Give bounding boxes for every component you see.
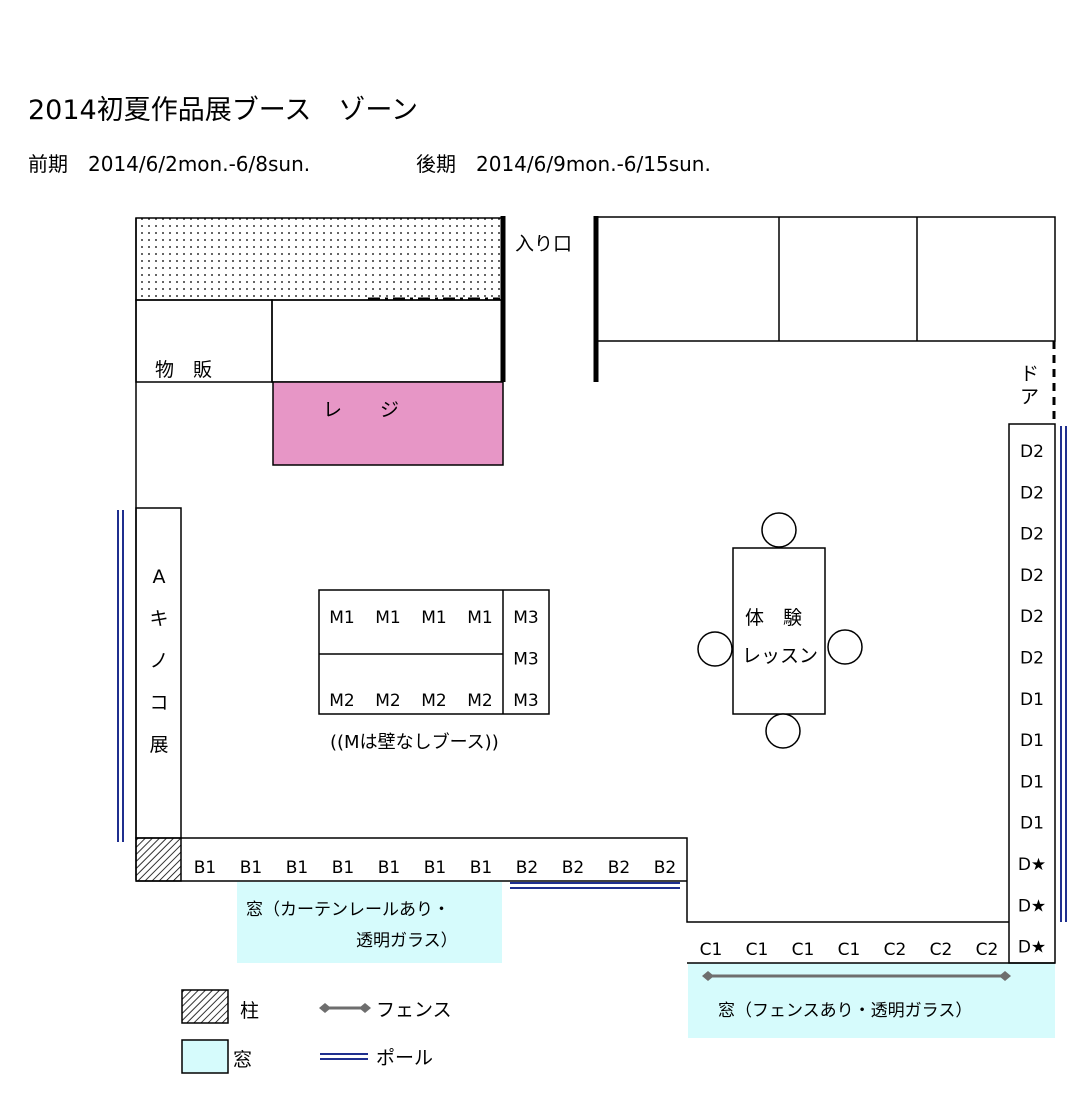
m2-booth-label: M2 <box>329 691 354 711</box>
window-area-left <box>237 882 502 963</box>
pole-bottom <box>510 882 680 889</box>
a-zone-booth <box>135 507 182 839</box>
d-booth-label: D2 <box>1020 566 1044 586</box>
d-booth-label: D2 <box>1020 607 1044 627</box>
a-zone-char: ノ <box>149 650 168 672</box>
b-booth-label: B2 <box>608 858 630 878</box>
legend-pole-icon <box>320 1053 368 1060</box>
a-zone-char: コ <box>149 692 168 714</box>
pole-right <box>1060 426 1067 922</box>
lesson-label-2: レッスン <box>742 645 818 667</box>
d-booth-label: D2 <box>1020 525 1044 545</box>
shop-label: 物 販 <box>155 359 212 381</box>
legend-pole-label: ポール <box>376 1047 433 1069</box>
entrance-label: 入り口 <box>515 233 572 255</box>
b-booth-label: B2 <box>516 858 538 878</box>
c-booth-label: C1 <box>792 940 815 960</box>
fence <box>702 971 1011 981</box>
b-booth-label: B2 <box>654 858 676 878</box>
m-booth-block <box>318 589 550 715</box>
pole-left <box>117 510 124 842</box>
d-booth-label: D2 <box>1020 442 1044 462</box>
lesson-seat-top <box>761 512 797 548</box>
lesson-label-1: 体 験 <box>745 607 802 629</box>
legend-pillar-swatch <box>181 989 229 1024</box>
d-booth-label: D1 <box>1020 690 1044 710</box>
m2-booth-label: M2 <box>421 691 446 711</box>
lesson-seat-right <box>827 629 863 665</box>
m2-booth-label: M2 <box>375 691 400 711</box>
c-booth-label: C2 <box>884 940 907 960</box>
a-zone-char: A <box>153 566 166 588</box>
b-booth-label: B2 <box>562 858 584 878</box>
m1-booth-label: M1 <box>467 608 492 628</box>
d-booth-label: D★ <box>1018 896 1046 916</box>
c-booth-label: C1 <box>700 940 723 960</box>
door-label-1: ド <box>1020 363 1039 385</box>
b-booth-label: B1 <box>378 858 400 878</box>
b-row-booths <box>181 837 1009 923</box>
d-booth-label: D2 <box>1020 649 1044 669</box>
b-booth-label: B1 <box>286 858 308 878</box>
d-booth-label: D2 <box>1020 483 1044 503</box>
d-column-booths <box>1008 423 1056 964</box>
storage-area <box>135 217 503 301</box>
c-booth-label: C2 <box>976 940 999 960</box>
b-booth-label: B1 <box>332 858 354 878</box>
m1-booth-label: M1 <box>421 608 446 628</box>
window-left-label-1: 窓（カーテンレールあり・ <box>246 900 450 920</box>
b-booth-label: B1 <box>470 858 492 878</box>
c-booth-label: C1 <box>746 940 769 960</box>
a-zone-char: キ <box>149 608 168 630</box>
d-booth-label: D1 <box>1020 772 1044 792</box>
m3-booth-label: M3 <box>513 608 538 628</box>
page-title: 2014初夏作品展ブース ゾーン <box>28 95 419 126</box>
register-label: レ ジ <box>323 399 399 421</box>
c-booth-label: C2 <box>930 940 953 960</box>
period-first: 前期 2014/6/2mon.-6/8sun. <box>28 152 311 176</box>
shop-area-right <box>271 299 503 383</box>
period-second: 後期 2014/6/9mon.-6/15sun. <box>416 152 711 176</box>
legend-pillar-label: 柱 <box>240 1000 259 1022</box>
b-booth-label: B1 <box>194 858 216 878</box>
b-booth-label: B1 <box>240 858 262 878</box>
d-booth-label: D★ <box>1018 938 1046 958</box>
window-left-label-2: 透明ガラス） <box>356 931 458 951</box>
d-booth-label: D★ <box>1018 855 1046 875</box>
m1-booth-label: M1 <box>375 608 400 628</box>
legend-fence-label: フェンス <box>376 999 452 1021</box>
m-note: ((Mは壁なしブース)) <box>330 731 499 753</box>
m3-booth-label: M3 <box>513 650 538 670</box>
m2-booth-label: M2 <box>467 691 492 711</box>
window-right-label: 窓（フェンスあり・透明ガラス） <box>718 1001 972 1021</box>
lesson-seat-left <box>697 631 733 667</box>
b-booth-label: B1 <box>424 858 446 878</box>
legend: 柱 窓 フェンス ポール <box>181 989 452 1074</box>
lesson-seat-bottom <box>765 713 801 749</box>
d-booth-label: D1 <box>1020 814 1044 834</box>
register-area <box>272 381 504 466</box>
a-zone-char: 展 <box>149 734 168 756</box>
m1-booth-label: M1 <box>329 608 354 628</box>
legend-window-label: 窓 <box>233 1049 252 1071</box>
pillar <box>135 837 182 882</box>
legend-fence-icon <box>319 1003 371 1013</box>
top-right-cells <box>595 216 1056 342</box>
legend-window-swatch <box>181 1039 229 1074</box>
c-booth-label: C1 <box>838 940 861 960</box>
lesson-table <box>732 547 826 715</box>
door-label-2: ア <box>1020 386 1039 408</box>
d-booth-label: D1 <box>1020 731 1044 751</box>
m3-booth-label: M3 <box>513 691 538 711</box>
